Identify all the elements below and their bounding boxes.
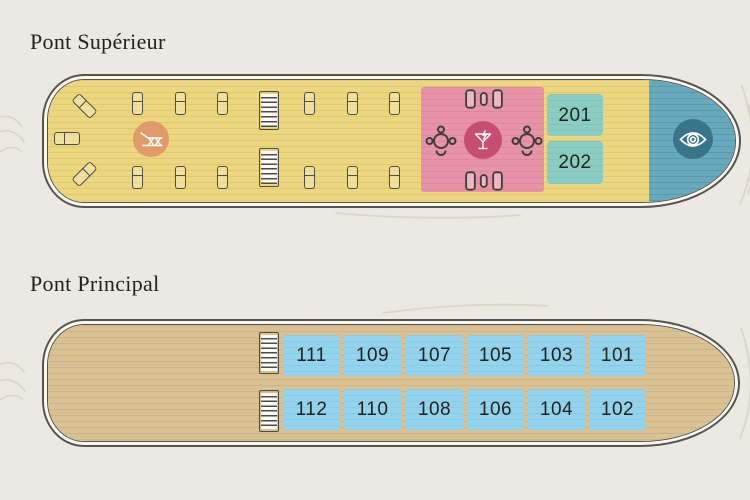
sofa-group-icon <box>465 171 503 191</box>
deck-chair-icon <box>140 132 163 147</box>
cabin: 104 <box>528 389 585 430</box>
cabin: 101 <box>589 335 646 376</box>
cabin: 103 <box>528 335 585 376</box>
deck-chair <box>175 166 186 189</box>
table-with-chairs-icon <box>511 125 543 156</box>
deck-chair <box>54 132 80 145</box>
cabin: 112 <box>283 389 340 430</box>
deck-chair <box>132 92 143 115</box>
stairs-icon <box>259 91 279 130</box>
stairs-icon <box>259 332 279 374</box>
deck-chair <box>304 166 315 189</box>
cabin: 102 <box>589 389 646 430</box>
upper-deck-hull: 201 202 <box>42 74 741 208</box>
cabin: 201 <box>547 94 603 136</box>
deck-chair <box>347 92 358 115</box>
deck-chair <box>389 166 400 189</box>
cabin: 111 <box>283 335 340 376</box>
cabin: 108 <box>406 389 463 430</box>
deck-chair <box>217 92 228 115</box>
upper-deck-title: Pont Supérieur <box>30 29 166 54</box>
sun-deck-badge <box>133 121 169 157</box>
table-with-chairs-icon <box>425 125 457 156</box>
wheelhouse-badge <box>673 119 713 159</box>
deck-chair <box>175 92 186 115</box>
main-deck-outline: 111 109 107 105 103 101 112 110 108 106 … <box>47 324 735 442</box>
main-deck-hull: 111 109 107 105 103 101 112 110 108 106 … <box>42 319 740 447</box>
cabin: 109 <box>344 335 401 376</box>
stairs-icon <box>259 148 279 187</box>
cocktail-icon <box>474 130 492 150</box>
cabin: 202 <box>547 141 603 184</box>
deck-chair <box>304 92 315 115</box>
deck-chair <box>347 166 358 189</box>
deck-chair <box>132 166 143 189</box>
sofa-group-icon <box>465 89 503 109</box>
sun-deck-floor <box>48 80 735 202</box>
eye-icon <box>679 131 707 147</box>
cabin: 106 <box>467 389 524 430</box>
bar-badge <box>464 121 502 159</box>
cabin: 105 <box>467 335 524 376</box>
main-deck-title: Pont Principal <box>30 271 160 296</box>
upper-deck-outline: 201 202 <box>47 79 736 203</box>
deck-chair <box>389 92 400 115</box>
stairs-icon <box>259 390 279 432</box>
deck-chair <box>217 166 228 189</box>
cabin: 107 <box>406 335 463 376</box>
cabin: 110 <box>344 389 401 430</box>
